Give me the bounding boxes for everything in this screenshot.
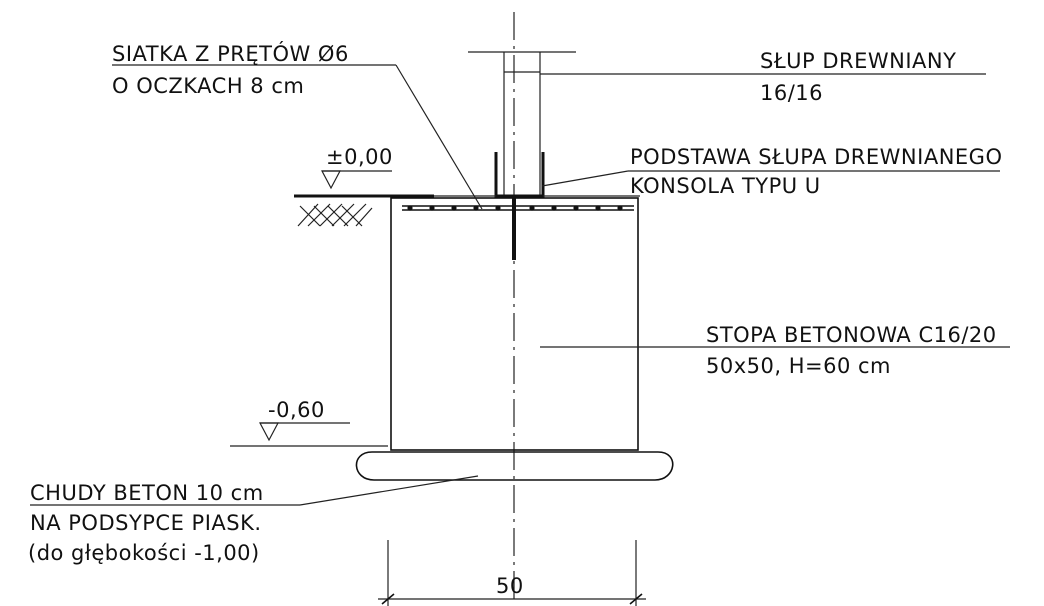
mesh-label-line1: SIATKA Z PRĘTÓW Ø6 <box>112 41 349 66</box>
dimension-width-label: 50 <box>496 574 524 598</box>
base-label-line2: KONSOLA TYPU U <box>630 174 821 198</box>
level-marker-bottom <box>230 422 388 447</box>
mesh-label-line2: O OCZKACH 8 cm <box>112 74 304 98</box>
level-top-label: ±0,00 <box>326 145 393 169</box>
lean-label-line1: CHUDY BETON 10 cm <box>30 481 264 505</box>
rebar-mesh <box>402 205 634 211</box>
post-label-line2: 16/16 <box>760 81 823 105</box>
lean-label-line3: (do głębokości -1,00) <box>28 541 260 565</box>
footing-label-line2: 50x50, H=60 cm <box>706 354 891 378</box>
level-marker-top <box>321 170 392 190</box>
dimension-line <box>378 540 646 606</box>
u-bracket <box>494 152 545 198</box>
footing-label-line1: STOPA BETONOWA C16/20 <box>706 323 997 347</box>
base-label-line1: PODSTAWA SŁUPA DREWNIANEGO <box>630 145 1002 169</box>
timber-post <box>468 51 576 195</box>
soil-hatch-icon <box>297 203 373 227</box>
lean-label-line2: NA PODSYPCE PIASK. <box>30 511 262 535</box>
leader-lines <box>30 64 1010 506</box>
level-bottom-label: -0,60 <box>268 398 325 422</box>
post-label-line1: SŁUP DREWNIANY <box>760 49 956 73</box>
lean-concrete-pad <box>355 451 674 481</box>
